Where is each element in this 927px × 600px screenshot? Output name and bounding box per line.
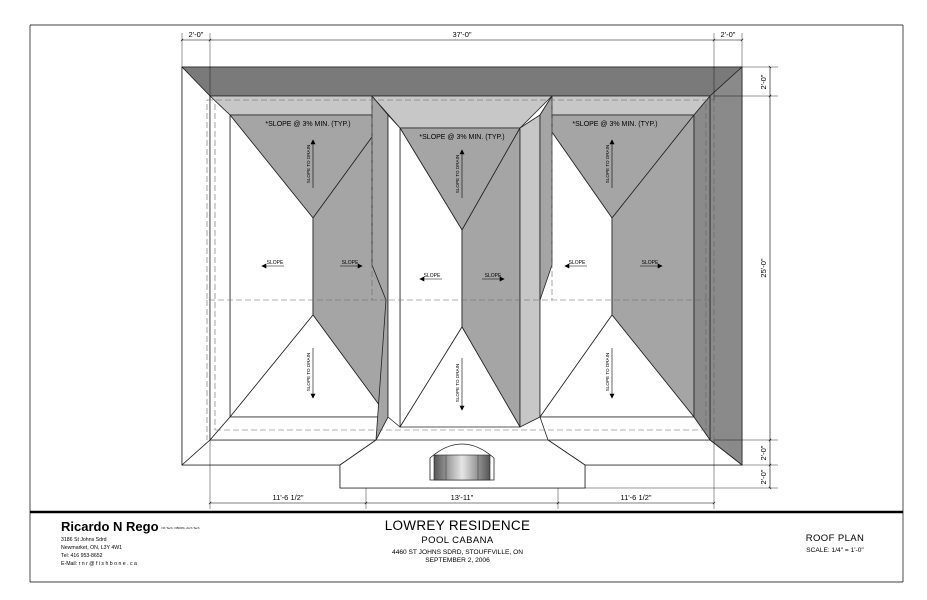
svg-text:SLOPE: SLOPE xyxy=(642,260,659,266)
firm-name: Ricardo N Rego xyxy=(61,519,159,534)
right-hip-gutter xyxy=(693,95,711,441)
wall-lines xyxy=(206,99,715,440)
svg-text:SLOPE TO DRAIN: SLOPE TO DRAIN xyxy=(455,155,460,193)
svg-text:SLOPE TO DRAIN: SLOPE TO DRAIN xyxy=(306,145,311,183)
drain-arrow-left-top: SLOPE TO DRAIN xyxy=(306,139,316,188)
firm-email-line: E-Mail: r n r @ f i s h b o n e . c a xyxy=(61,561,137,567)
dim-left-overhang: 2'-0" xyxy=(189,30,204,39)
roof-right-slope xyxy=(709,66,743,466)
drain-arrows: SLOPE TO DRAIN SLOPE TO DRAIN SLOPE TO D… xyxy=(306,139,615,411)
project-date: SEPTEMBER 2, 2006 xyxy=(425,557,490,564)
firm-city-line: Newmarket, ON, L3Y 4W1 xyxy=(61,545,123,551)
drain-arrow-right-top: SLOPE TO DRAIN xyxy=(605,139,615,188)
svg-text:SLOPE TO DRAIN: SLOPE TO DRAIN xyxy=(605,353,610,391)
slope-notes: *SLOPE @ 3% MIN. (TYP.) *SLOPE @ 3% MIN.… xyxy=(265,121,657,141)
sheet-scale: SCALE: 1/4" = 1'-0" xyxy=(806,547,864,554)
slope-note-left: *SLOPE @ 3% MIN. (TYP.) xyxy=(265,121,350,128)
slope-arrows: SLOPE SLOPE SLOPE SLOPE SLOPE SLOPE xyxy=(261,260,663,282)
drain-arrow-right-bottom: SLOPE TO DRAIN xyxy=(605,348,615,399)
right-dimensions: 2'-0" 25'-0" 2'-0" 2'-0" xyxy=(585,65,778,490)
firm-credentials: NF Tech, OBOPA, Arch Tech xyxy=(161,525,200,530)
firm-contact: 3186 St Johns Sdrd Newmarket, ON, L3Y 4W… xyxy=(61,536,137,568)
project-address: 4460 ST JOHNS SDRD, STOUFFVILLE, ON xyxy=(392,549,523,556)
svg-text:SLOPE: SLOPE xyxy=(267,260,284,266)
sheet-frame xyxy=(29,24,904,583)
dim-right-top: 2'-0" xyxy=(759,74,768,89)
svg-text:SLOPE TO DRAIN: SLOPE TO DRAIN xyxy=(455,364,460,402)
firm-address-line: 3186 St Johns Sdrd xyxy=(61,537,107,543)
drain-arrow-center-bottom: SLOPE TO DRAIN xyxy=(455,358,465,411)
right-hip-top xyxy=(539,95,711,116)
center-hip-bottom-face xyxy=(399,326,521,428)
slope-arrow-right-b: SLOPE xyxy=(640,260,663,269)
top-dimensions: 2'-0" 37'-0" 2'-0" xyxy=(180,30,744,100)
drain-arrow-left-bottom: SLOPE TO DRAIN xyxy=(306,348,316,399)
dim-right-overhang: 2'-0" xyxy=(721,30,736,39)
roof xyxy=(181,66,743,489)
center-hip-gutter-left xyxy=(387,114,401,428)
center-valley-right xyxy=(539,95,553,301)
project-subtitle: POOL CABANA xyxy=(421,535,494,546)
left-hip-top xyxy=(209,95,389,116)
dim-bottom-left: 11'-6 1/2" xyxy=(272,493,303,502)
svg-text:SLOPE: SLOPE xyxy=(485,273,502,279)
left-hip-gutter xyxy=(209,95,231,441)
svg-text:SLOPE: SLOPE xyxy=(424,273,441,279)
center-hip-top xyxy=(371,95,553,129)
roof-back-slope xyxy=(181,66,743,97)
slope-arrow-center-a: SLOPE xyxy=(419,273,442,282)
right-hip-gutter-bottom xyxy=(539,416,711,441)
roof-vent xyxy=(429,443,495,481)
left-hip-gutter-bottom xyxy=(209,416,389,441)
sheet-title: ROOF PLAN xyxy=(805,533,865,544)
slope-arrow-left-a: SLOPE xyxy=(261,260,284,269)
dim-right-bottom: 2'-0" xyxy=(759,469,768,484)
bottom-dimensions: 11'-6 1/2" 13'-11" 11'-6 1/2" xyxy=(208,440,716,509)
slope-arrow-center-b: SLOPE xyxy=(482,273,505,282)
dim-bottom-center: 13'-11" xyxy=(451,493,474,502)
svg-text:SLOPE: SLOPE xyxy=(342,260,359,266)
roof-left-slope xyxy=(181,66,211,466)
slope-note-right: *SLOPE @ 3% MIN. (TYP.) xyxy=(572,121,657,128)
project-block: LOWREY RESIDENCE POOL CABANA 4460 ST JOH… xyxy=(325,518,590,564)
dim-right-lower: 2'-0" xyxy=(759,445,768,460)
slope-arrow-right-a: SLOPE xyxy=(564,260,587,269)
dim-right-depth: 25'-0" xyxy=(759,258,768,277)
firm-phone-line: Tel: 416 953-8652 xyxy=(61,553,103,559)
svg-text:SLOPE TO DRAIN: SLOPE TO DRAIN xyxy=(605,145,610,183)
dim-bottom-right: 11'-6 1/2" xyxy=(620,493,651,502)
drain-arrow-center-top: SLOPE TO DRAIN xyxy=(455,149,465,198)
slope-arrow-left-b: SLOPE xyxy=(340,260,363,269)
project-title: LOWREY RESIDENCE xyxy=(384,518,531,533)
center-hip-gutter-right xyxy=(519,114,541,428)
dim-overall-width: 37'-0" xyxy=(452,30,471,39)
svg-text:SLOPE TO DRAIN: SLOPE TO DRAIN xyxy=(306,353,311,391)
sheet-block: ROOF PLAN SCALE: 1/4" = 1'-0" xyxy=(780,533,890,554)
svg-text:SLOPE: SLOPE xyxy=(569,260,586,266)
slope-note-center: *SLOPE @ 3% MIN. (TYP.) xyxy=(419,134,504,141)
